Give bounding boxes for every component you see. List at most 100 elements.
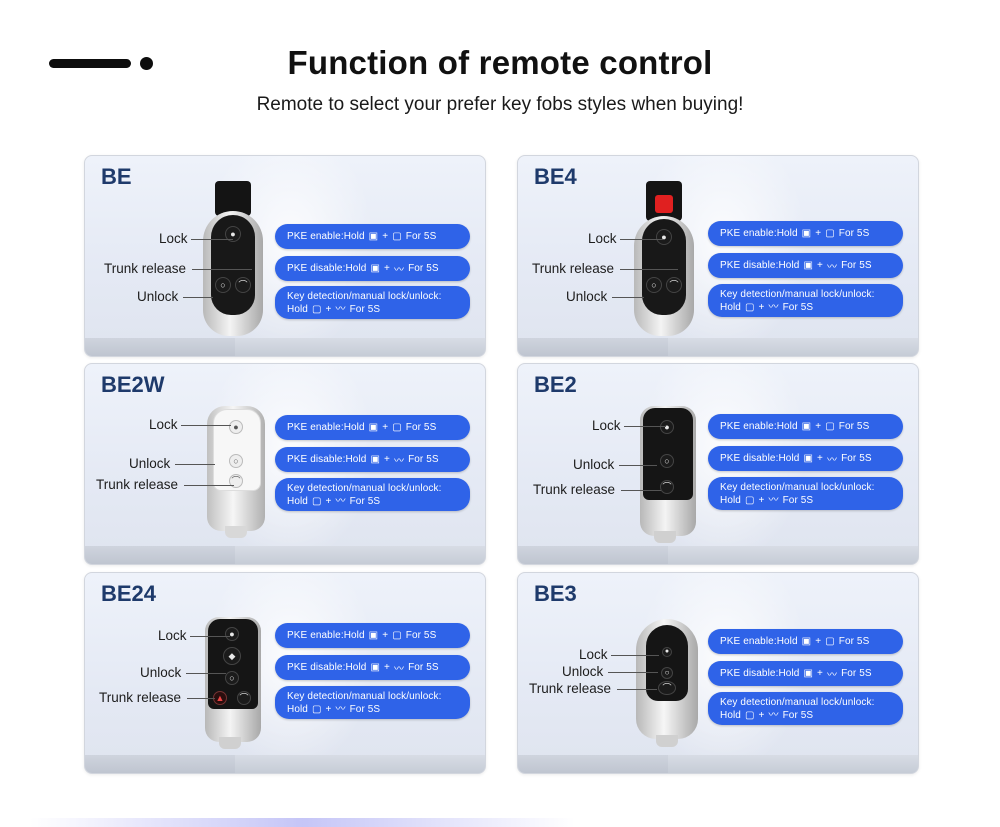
pill-pke-enable: PKE enable:Hold▣+▢For 5S [275, 224, 470, 249]
label-unlock: Unlock [573, 457, 657, 472]
lock-icon: ▣ [368, 630, 379, 641]
pill-key-detection: Key detection/manual lock/unlock: Hold▢+… [275, 286, 470, 319]
lock-icon: ▣ [370, 454, 380, 465]
page-subtitle: Remote to select your prefer key fobs st… [256, 94, 744, 115]
lock-icon: ▣ [803, 453, 813, 464]
decorative-dash [49, 59, 131, 68]
car-trunk-icon: 〰 [393, 456, 405, 467]
label-lock: Lock [159, 231, 233, 246]
unlock-icon: ▢ [392, 231, 402, 242]
car-trunk-icon: 〰 [826, 455, 838, 466]
pill-pke-disable: PKE disable:Hold▣+〰For 5S [708, 661, 903, 686]
unlock-button: ○ [646, 277, 662, 293]
car-trunk-icon: 〰 [393, 265, 405, 276]
pill-key-detection: Key detection/manual lock/unlock: Hold▢+… [708, 284, 903, 317]
lock-icon: ▣ [803, 668, 813, 679]
model-name: BE3 [534, 581, 577, 606]
unlock-button: ○ [215, 277, 231, 293]
car-trunk-icon: 〰 [768, 709, 779, 721]
lock-icon: ▣ [801, 228, 812, 239]
decorative-dot [140, 57, 153, 70]
label-unlock: Unlock [137, 289, 213, 304]
pill-pke-enable: PKE enable:Hold▣+▢For 5S [708, 414, 903, 439]
label-trunk: Trunk release [529, 681, 657, 696]
trunk-button: ⌒ [660, 480, 674, 494]
panel-be3: BE3 ● ○ ⌒ Lock Unlock Trunk release PKE … [517, 572, 919, 774]
unlock-icon: ▢ [311, 495, 322, 507]
label-lock: Lock [588, 231, 664, 246]
trunk-button: ⌒ [235, 277, 251, 293]
pill-pke-enable: PKE enable:Hold▣+▢For 5S [708, 629, 903, 654]
decorative-bottom-bar [30, 818, 575, 827]
label-lock: Lock [149, 417, 231, 432]
alarm-button: ▲ [213, 691, 227, 705]
panel-be2: BE2 ● ○ ⌒ Lock Unlock Trunk release PKE … [517, 363, 919, 565]
unlock-button: ○ [229, 454, 243, 468]
unlock-icon: ▢ [392, 630, 402, 641]
pill-key-detection: Key detection/manual lock/unlock: Hold▢+… [708, 692, 903, 725]
panel-be2w: BE2W ● ○ ⌒ Lock Unlock Trunk release PKE… [84, 363, 486, 565]
lock-button: ● [656, 229, 672, 245]
trunk-button: ⌒ [229, 474, 243, 488]
unlock-icon: ▢ [744, 494, 755, 506]
unlock-icon: ▢ [744, 301, 755, 313]
pill-key-detection: Key detection/manual lock/unlock: Hold▢+… [275, 686, 470, 719]
pill-pke-enable: PKE enable:Hold▣+▢For 5S [708, 221, 903, 246]
unlock-icon: ▢ [392, 422, 402, 433]
lock-button: ● [225, 226, 241, 242]
trunk-button: ⌒ [666, 277, 682, 293]
pill-pke-disable: PKE disable:Hold▣+〰For 5S [275, 655, 470, 680]
label-lock: Lock [579, 647, 659, 662]
pill-pke-disable: PKE disable:Hold▣+〰For 5S [708, 253, 903, 278]
pill-key-detection: Key detection/manual lock/unlock: Hold▢+… [708, 477, 903, 510]
car-trunk-icon: 〰 [826, 670, 838, 681]
lock-icon: ▣ [370, 263, 380, 274]
model-name: BE24 [101, 581, 157, 606]
lock-icon: ▣ [368, 422, 379, 433]
lock-icon: ▣ [368, 231, 379, 242]
unlock-icon: ▢ [311, 303, 322, 315]
unlock-icon: ▢ [825, 636, 835, 647]
label-unlock: Unlock [129, 456, 215, 471]
label-unlock: Unlock [566, 289, 644, 304]
label-trunk: Trunk release [99, 690, 215, 705]
unlock-button: ○ [225, 671, 239, 685]
unlock-icon: ▢ [311, 703, 322, 715]
panic-button: ◆ [223, 647, 241, 665]
car-trunk-icon: 〰 [335, 495, 346, 507]
car-trunk-icon: 〰 [768, 494, 779, 506]
unlock-icon: ▢ [825, 228, 835, 239]
trunk-button: ⌒ [658, 681, 676, 695]
pill-pke-enable: PKE enable:Hold▣+▢For 5S [275, 415, 470, 440]
page-title: Function of remote control [287, 44, 713, 81]
label-trunk: Trunk release [532, 261, 678, 276]
unlock-button: ○ [660, 454, 674, 468]
lock-icon: ▣ [801, 636, 812, 647]
label-trunk: Trunk release [533, 482, 661, 497]
label-unlock: Unlock [562, 664, 658, 679]
pill-pke-disable: PKE disable:Hold▣+〰For 5S [275, 256, 470, 281]
lock-icon: ▣ [803, 260, 813, 271]
pill-pke-disable: PKE disable:Hold▣+〰For 5S [708, 446, 903, 471]
car-trunk-icon: 〰 [335, 703, 346, 715]
panel-be4: BE4 ● ○ ⌒ Lock Trunk release Unlock PKE … [517, 155, 919, 357]
lock-icon: ▣ [370, 662, 380, 673]
pill-pke-enable: PKE enable:Hold▣+▢For 5S [275, 623, 470, 648]
panic-button [655, 195, 673, 213]
model-name: BE2 [534, 372, 577, 397]
pill-pke-disable: PKE disable:Hold▣+〰For 5S [275, 447, 470, 472]
car-trunk-icon: 〰 [826, 262, 838, 273]
label-unlock: Unlock [140, 665, 226, 680]
model-name: BE [101, 164, 132, 189]
car-trunk-icon: 〰 [768, 301, 779, 313]
unlock-button: ○ [661, 667, 673, 679]
trunk-button: ⌒ [237, 691, 251, 705]
lock-icon: ▣ [801, 421, 812, 432]
label-trunk: Trunk release [96, 477, 234, 492]
car-trunk-icon: 〰 [335, 303, 346, 315]
lock-button: ● [660, 420, 674, 434]
car-trunk-icon: 〰 [393, 664, 405, 675]
panel-be: BE ● ○ ⌒ Lock Trunk release Unlock PKE e… [84, 155, 486, 357]
lock-button: ● [662, 647, 672, 657]
lock-button: ● [229, 420, 243, 434]
